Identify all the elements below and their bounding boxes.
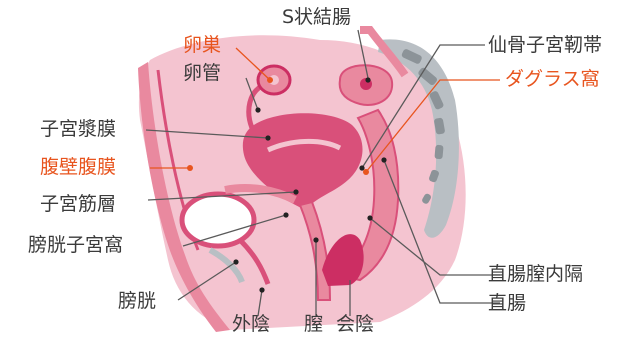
label-rectum: 直腸 — [488, 292, 526, 314]
label-myometrium: 子宮筋層 — [40, 193, 116, 215]
label-vagina: 膣 — [304, 313, 323, 335]
label-external-genitalia: 外陰 — [232, 313, 270, 335]
label-sigmoid-colon: S状結腸 — [282, 6, 351, 28]
dot-serosa — [265, 135, 270, 140]
dot-sacrouterine — [359, 165, 364, 170]
bladder-shape — [182, 194, 254, 246]
dot-sigmoid — [365, 77, 370, 82]
dot-rectovaginal — [367, 215, 372, 220]
label-fallopian-tube: 卵管 — [183, 62, 221, 84]
dot-peritoneum — [187, 165, 193, 171]
dot-tube — [255, 107, 260, 112]
label-parietal-peritoneum: 腹壁腹膜 — [40, 156, 116, 178]
label-ovary: 卵巣 — [183, 34, 221, 56]
label-uterine-serosa: 子宮漿膜 — [40, 118, 116, 140]
label-vesicouterine-pouch: 膀胱子宮窩 — [28, 234, 123, 256]
label-bladder: 膀胱 — [118, 290, 156, 312]
dot-vagina — [313, 237, 318, 242]
label-douglas-pouch: ダグラス窩 — [505, 68, 600, 90]
dot-vesicouterine — [283, 212, 288, 217]
dot-myometrium — [293, 189, 298, 194]
dot-bladder — [233, 259, 238, 264]
label-perineum: 会陰 — [336, 313, 374, 335]
dot-ovary — [267, 77, 273, 83]
label-sacrouterine-ligament: 仙骨子宮靭帯 — [488, 34, 602, 56]
label-rectovaginal-septum: 直腸膣内隔 — [488, 263, 583, 285]
dot-rectum — [381, 157, 386, 162]
dot-douglas — [363, 169, 369, 175]
dot-external — [259, 287, 264, 292]
